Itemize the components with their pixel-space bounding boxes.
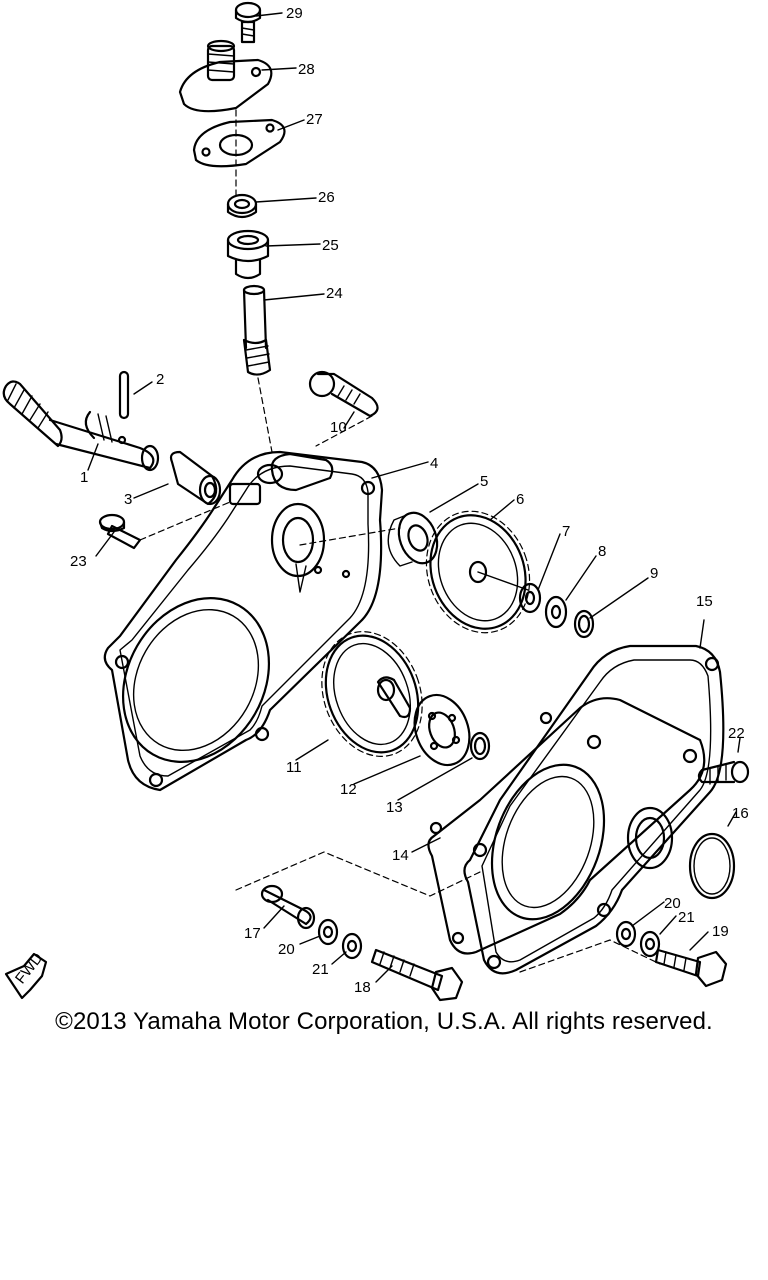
bolt-18-part — [370, 948, 464, 1002]
bolt-10-part — [308, 370, 379, 418]
part-label-6: 6 — [516, 491, 524, 508]
part-label-15: 15 — [696, 593, 713, 610]
washer-21-left-part — [341, 932, 363, 960]
part-label-13: 13 — [386, 799, 403, 816]
gear-6-part — [425, 510, 531, 634]
part-label-29: 29 — [286, 5, 303, 22]
washer-8-part — [544, 595, 568, 629]
bolt-19-part — [654, 948, 728, 988]
part-label-2: 2 — [156, 371, 164, 388]
part-label-11: 11 — [286, 759, 302, 776]
copyright-notice: ©2013 Yamaha Motor Corporation, U.S.A. A… — [55, 1008, 713, 1035]
gear-11-part — [321, 631, 423, 757]
part-label-24: 24 — [326, 285, 343, 302]
washer-21-right-part — [639, 930, 661, 958]
fwd-direction-arrow-icon — [4, 952, 48, 1000]
gasket-14-part — [427, 697, 706, 955]
collar-3-part — [169, 450, 222, 506]
part-label-3: 3 — [124, 491, 132, 508]
bolt-29-part — [234, 1, 262, 44]
part-label-1: 1 — [80, 469, 88, 486]
clip-13-part — [469, 731, 491, 761]
part-label-4: 4 — [430, 455, 438, 472]
part-label-27: 27 — [306, 111, 323, 128]
pin-2-part — [118, 370, 130, 420]
flange-28-part — [178, 39, 273, 113]
gasket-27-part — [192, 118, 286, 168]
part-label-21-left: 21 — [312, 961, 329, 978]
worm-shaft-1-part — [2, 380, 160, 472]
part-label-21-right: 21 — [678, 909, 695, 926]
part-label-23: 23 — [70, 553, 87, 570]
part-label-28: 28 — [298, 61, 315, 78]
part-label-19: 19 — [712, 923, 729, 940]
part-label-20-right: 20 — [664, 895, 681, 912]
cover-15-part — [463, 644, 725, 975]
circlip-16-part — [688, 832, 736, 900]
part-label-10: 10 — [330, 419, 347, 436]
part-label-5: 5 — [480, 473, 488, 490]
part-label-18: 18 — [354, 979, 371, 996]
part-label-25: 25 — [322, 237, 339, 254]
part-label-20-left: 20 — [278, 941, 295, 958]
part-label-9: 9 — [650, 565, 658, 582]
part-number-labels: 29 28 27 26 25 24 2 1 3 23 10 4 5 6 7 8 … — [12, 5, 749, 996]
part-label-17: 17 — [244, 925, 261, 942]
part-label-12: 12 — [340, 781, 357, 798]
washer-20-left-part — [317, 918, 339, 946]
dowel-17-part — [260, 884, 316, 930]
screw-22-part — [697, 760, 750, 785]
gear-case-4-part — [103, 450, 384, 792]
part-label-14: 14 — [392, 847, 409, 864]
exploded-parts-diagram: 29 28 27 26 25 24 2 1 3 23 10 4 5 6 7 8 … — [2, 1, 750, 1002]
bushing-25-part — [226, 229, 270, 280]
part-label-16: 16 — [732, 805, 749, 822]
bearing-12-part — [413, 693, 471, 767]
seal-26-part — [226, 193, 258, 219]
leader-lines — [87, 12, 741, 983]
part-label-22: 22 — [728, 725, 745, 742]
part-label-7: 7 — [562, 523, 570, 540]
bolt-23-part — [98, 513, 142, 550]
washer-20-right-part — [615, 920, 637, 948]
clip-9-part — [573, 609, 595, 639]
part-label-26: 26 — [318, 189, 335, 206]
washer-7-part — [518, 582, 542, 614]
part-label-8: 8 — [598, 543, 606, 560]
